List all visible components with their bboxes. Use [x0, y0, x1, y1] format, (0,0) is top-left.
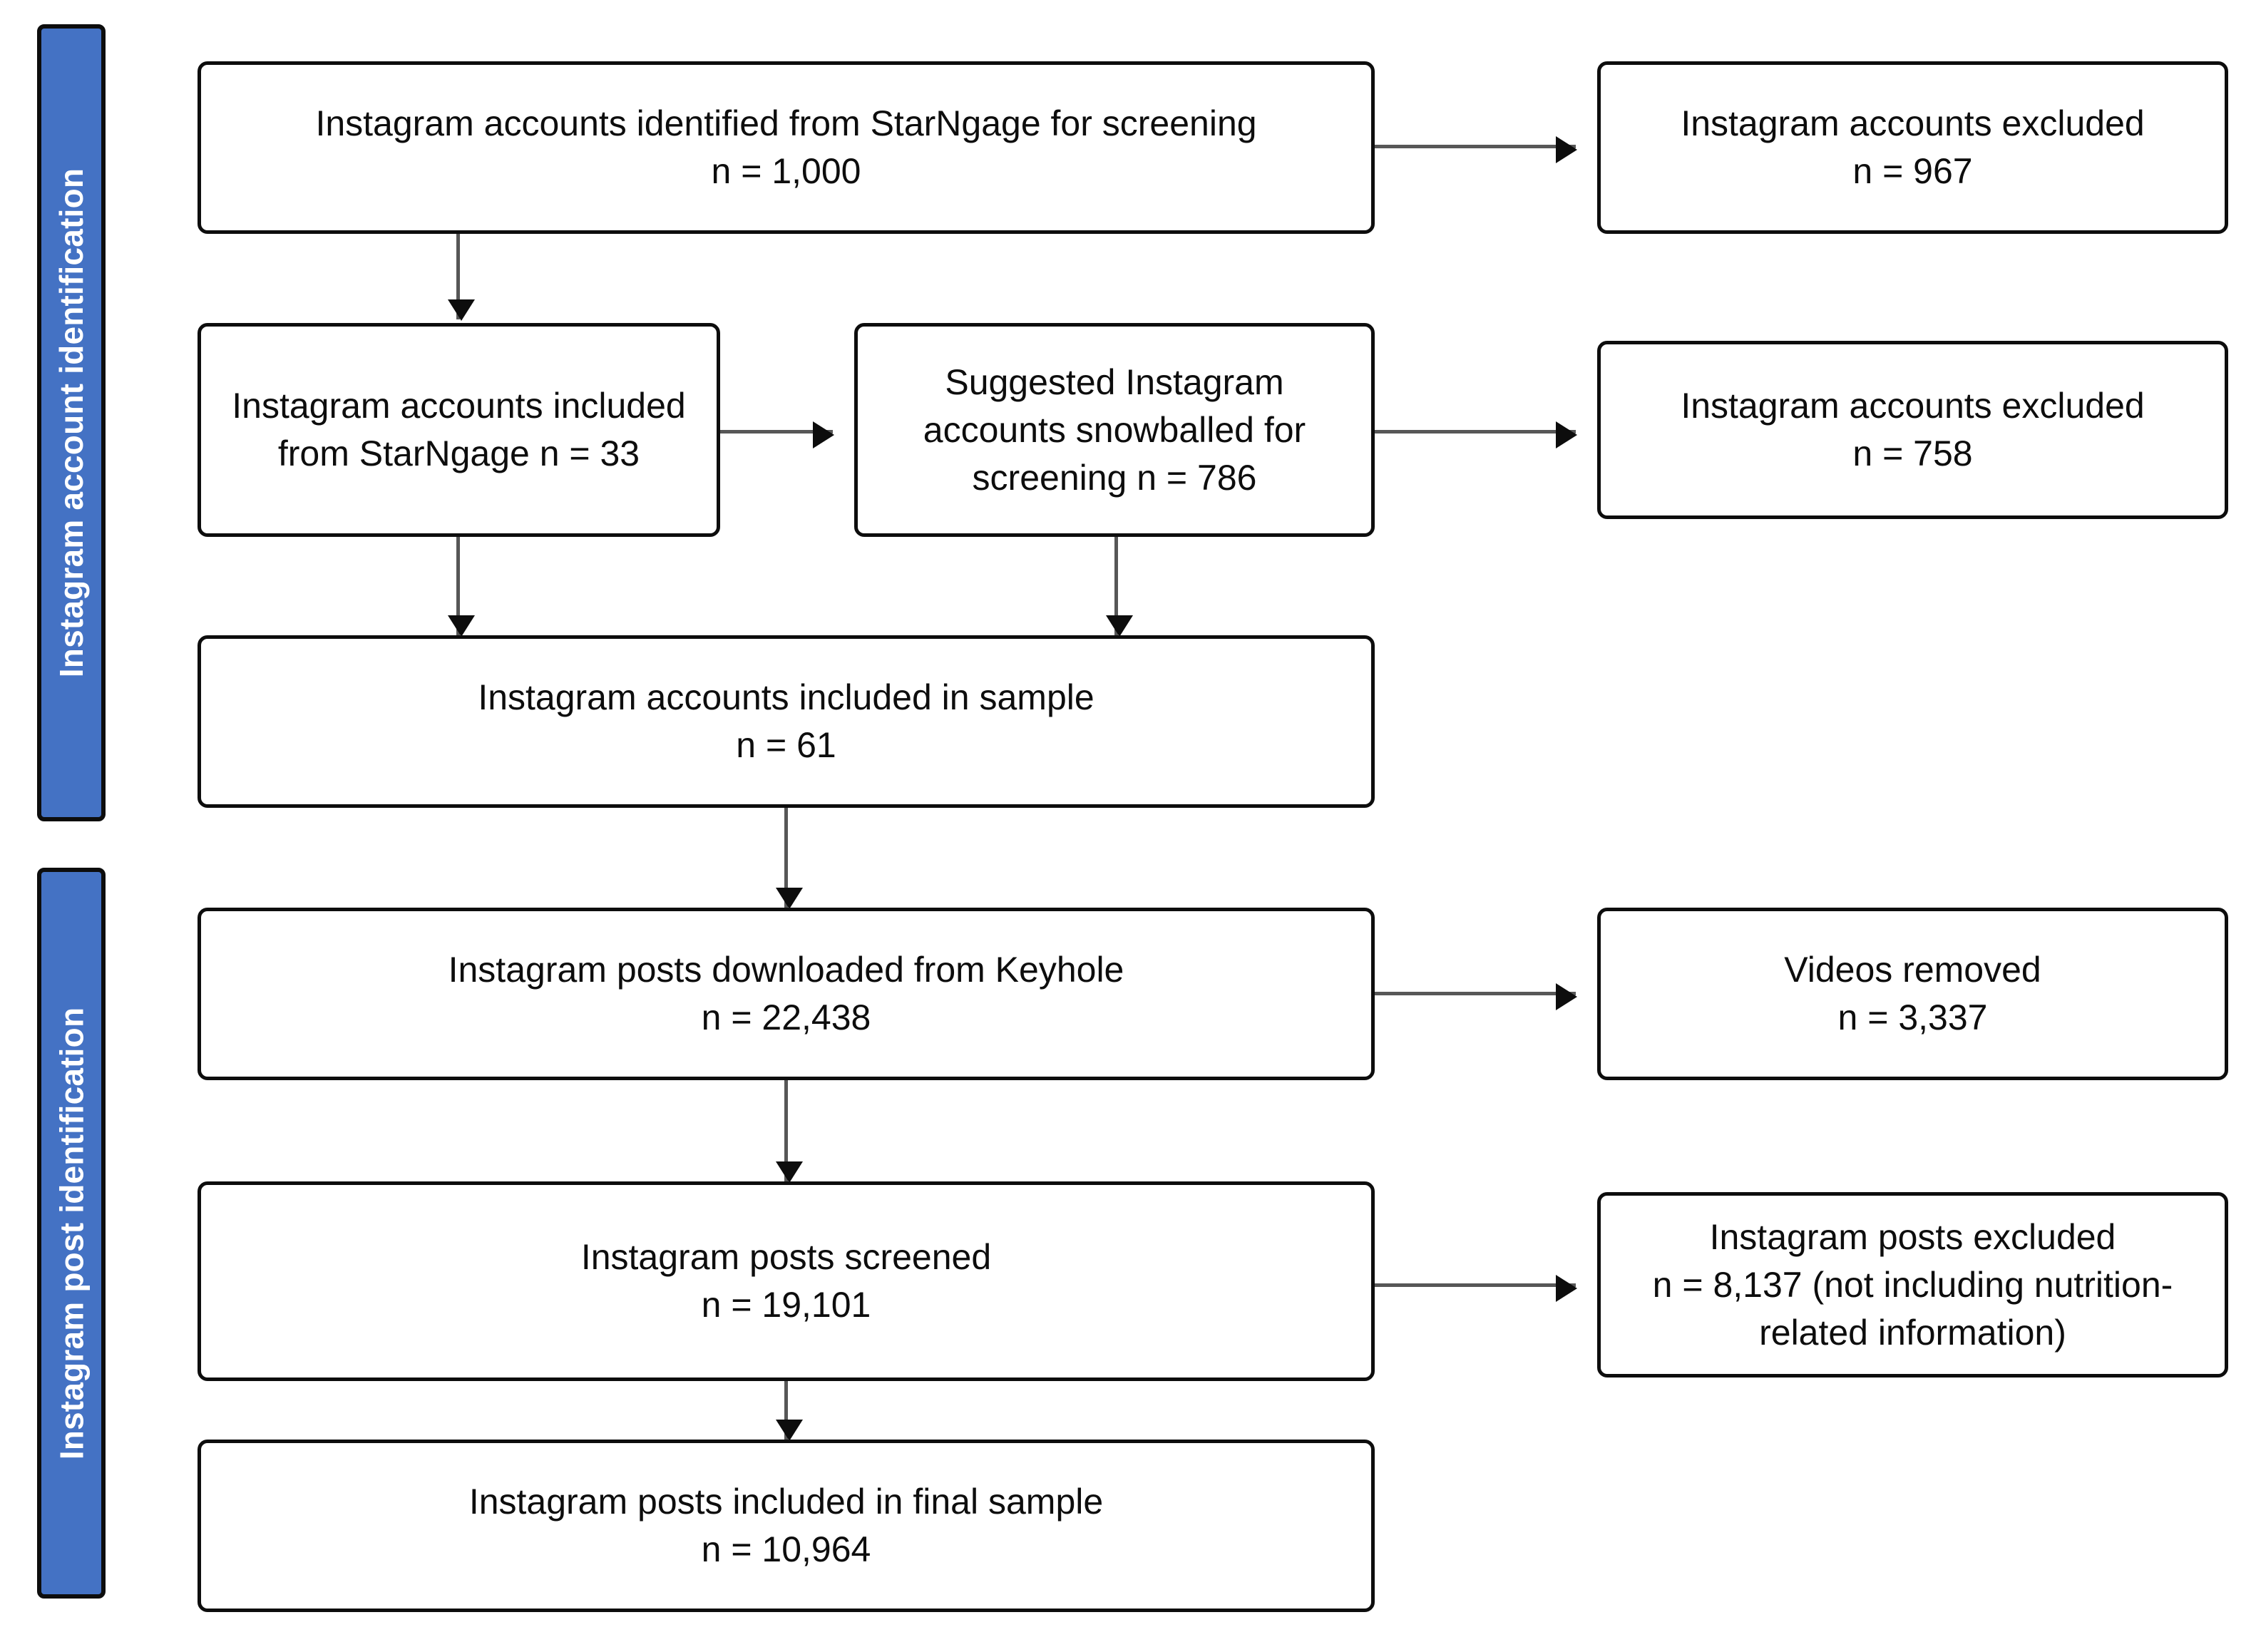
box-posts-downloaded: Instagram posts downloaded from Keyhole … [198, 908, 1375, 1080]
arrow-identified-to-excluded1 [1375, 136, 1577, 163]
box-accounts-identified-line2: n = 1,000 [711, 151, 861, 191]
box-posts-final-line2: n = 10,964 [701, 1529, 871, 1569]
box-accounts-in-sample-line1: Instagram accounts included in sample [478, 677, 1094, 717]
box-videos-removed: Videos removed n = 3,337 [1597, 908, 2228, 1080]
box-videos-removed-line2: n = 3,337 [1837, 997, 1988, 1037]
box-videos-removed-line1: Videos removed [1784, 950, 2041, 990]
phase-label-account-identification: Instagram account identification [53, 168, 90, 678]
arrow-snowballed-to-excluded2 [1375, 421, 1577, 448]
box-accounts-excluded-1-line1: Instagram accounts excluded [1681, 103, 2145, 143]
phase-label-post-identification: Instagram post identification [53, 1007, 90, 1459]
box-accounts-identified-line1: Instagram accounts identified from StarN… [315, 103, 1257, 143]
box-posts-downloaded-line2: n = 22,438 [701, 997, 871, 1037]
box-posts-screened-line1: Instagram posts screened [580, 1237, 992, 1277]
arrow-included-to-snowballed [720, 421, 834, 448]
box-accounts-in-sample-line2: n = 61 [736, 725, 836, 765]
phase-bar-account-identification: Instagram account identification [37, 24, 106, 821]
arrow-identified-to-included [448, 234, 475, 321]
box-posts-excluded-line2: n = 8,137 (not including nutrition- [1652, 1264, 2173, 1305]
box-accounts-excluded-1: Instagram accounts excluded n = 967 [1597, 61, 2228, 234]
box-posts-excluded: Instagram posts excluded n = 8,137 (not … [1597, 1192, 2228, 1377]
box-posts-final-line1: Instagram posts included in final sample [468, 1482, 1104, 1522]
box-accounts-excluded-2: Instagram accounts excluded n = 758 [1597, 341, 2228, 519]
box-accounts-included-starngage-line1: Instagram accounts included [232, 386, 686, 426]
box-accounts-snowballed-line2: accounts snowballed for [923, 409, 1306, 450]
box-accounts-identified: Instagram accounts identified from StarN… [198, 61, 1375, 234]
box-posts-screened: Instagram posts screened n = 19,101 [198, 1181, 1375, 1381]
arrow-downloaded-to-videos-removed [1375, 983, 1577, 1010]
arrow-snowballed-to-sample [1106, 537, 1133, 637]
box-posts-screened-line2: n = 19,101 [701, 1285, 871, 1325]
box-accounts-excluded-1-line2: n = 967 [1852, 151, 1973, 191]
box-posts-final: Instagram posts included in final sample… [198, 1440, 1375, 1612]
box-accounts-snowballed: Suggested Instagram accounts snowballed … [854, 323, 1375, 537]
box-accounts-snowballed-line3: screening n = 786 [972, 457, 1257, 498]
arrow-screened-to-excluded [1375, 1275, 1577, 1302]
box-posts-downloaded-line1: Instagram posts downloaded from Keyhole [448, 950, 1124, 990]
arrow-screened-to-final [776, 1381, 803, 1441]
box-accounts-included-starngage: Instagram accounts included from StarNga… [198, 323, 720, 537]
arrow-downloaded-to-screened [776, 1080, 803, 1183]
box-posts-excluded-line1: Instagram posts excluded [1709, 1216, 2116, 1257]
box-accounts-excluded-2-line2: n = 758 [1852, 433, 1973, 473]
box-posts-excluded-line3: related information) [1759, 1312, 2066, 1353]
box-accounts-excluded-2-line1: Instagram accounts excluded [1681, 386, 2145, 426]
arrow-included-to-sample [448, 537, 475, 637]
box-accounts-in-sample: Instagram accounts included in sample n … [198, 635, 1375, 808]
arrow-sample-to-posts-downloaded [776, 808, 803, 909]
box-accounts-included-starngage-line2: from StarNgage n = 33 [277, 433, 640, 473]
phase-bar-post-identification: Instagram post identification [37, 868, 106, 1599]
box-accounts-snowballed-line1: Suggested Instagram [945, 361, 1284, 402]
